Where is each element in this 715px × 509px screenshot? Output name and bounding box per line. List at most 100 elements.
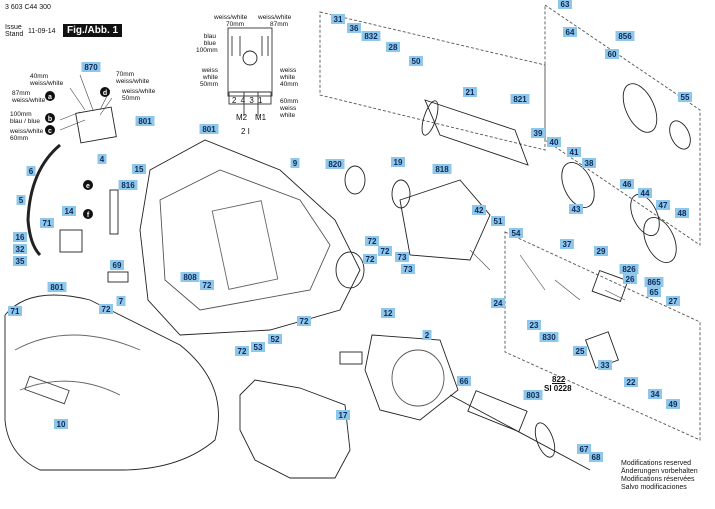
wire-length: 100mm <box>10 111 32 118</box>
svg-text:856: 856 <box>618 32 632 41</box>
part-label-54: 54 <box>509 228 523 238</box>
svg-text:4: 4 <box>100 155 105 164</box>
part-label-25: 25 <box>573 346 587 356</box>
svg-text:43: 43 <box>572 205 581 214</box>
svg-text:41: 41 <box>570 148 579 157</box>
switch-unit <box>75 106 117 144</box>
part-label-66: 66 <box>457 376 471 386</box>
svg-text:808: 808 <box>183 273 197 282</box>
svg-text:60: 60 <box>608 50 617 59</box>
part-label-38: 38 <box>582 158 596 168</box>
frame-gear <box>504 231 701 441</box>
svg-text:47: 47 <box>659 201 668 210</box>
frame-tool-holder <box>544 4 701 246</box>
footer-line: Modifications réservées <box>621 476 695 483</box>
part-label-9: 9 <box>290 158 300 168</box>
svg-text:12: 12 <box>384 309 393 318</box>
svg-text:28: 28 <box>389 43 398 52</box>
drawing-code: 3 603 C44 300 <box>5 4 51 11</box>
wire-length: 70mm <box>116 71 135 78</box>
svg-text:72: 72 <box>102 305 111 314</box>
svg-text:48: 48 <box>678 209 687 218</box>
part-label-52: 52 <box>268 334 282 344</box>
svg-text:803: 803 <box>526 391 540 400</box>
motor-label-m1: M1 <box>255 113 267 122</box>
part-label-31: 31 <box>331 14 345 24</box>
part-label-73: 73 <box>401 264 415 274</box>
part-label-7: 7 <box>116 296 126 306</box>
wiring-bottom: 2 I <box>241 127 250 136</box>
part-label-63: 63 <box>558 0 572 9</box>
part-label-830: 830 <box>539 332 559 342</box>
part-label-803: 803 <box>523 390 543 400</box>
part-label-5: 5 <box>16 195 26 205</box>
carbon-brush-spring <box>109 189 119 235</box>
svg-text:52: 52 <box>271 335 280 344</box>
wire-color: weiss/white <box>214 14 248 21</box>
part-label-46: 46 <box>620 179 634 189</box>
part-label-832: 832 <box>361 31 381 41</box>
svg-text:46: 46 <box>623 180 632 189</box>
wiring-top-left: weiss/white 70mm <box>214 14 247 28</box>
brush-holder <box>339 351 363 365</box>
part-label-39: 39 <box>531 128 545 138</box>
svg-text:22: 22 <box>627 378 636 387</box>
stand-label: Stand <box>5 31 24 38</box>
svg-text:72: 72 <box>238 347 247 356</box>
wire-length: 87mm <box>270 21 289 28</box>
wire-color: blau / blue <box>10 118 40 125</box>
svg-text:40: 40 <box>550 138 559 147</box>
marker-c: c <box>45 125 55 135</box>
part-label-821: 821 <box>510 94 530 104</box>
svg-text:72: 72 <box>203 281 212 290</box>
svg-text:32: 32 <box>16 245 25 254</box>
serial-number: SI 0228 <box>544 384 572 393</box>
wire-color: weiss/white <box>122 88 156 95</box>
modifications-notice: Modifications reserved Änderungen vorbeh… <box>621 460 698 492</box>
wire-color-en: white <box>280 112 296 119</box>
part-label-4: 4 <box>97 154 107 164</box>
serial-part: 822 <box>552 375 566 384</box>
svg-text:36: 36 <box>350 24 359 33</box>
part-label-16: 16 <box>13 232 27 242</box>
gear-housing <box>399 179 491 261</box>
svg-text:63: 63 <box>561 0 570 9</box>
part-label-71: 71 <box>40 218 54 228</box>
svg-text:870: 870 <box>84 63 98 72</box>
part-label-801: 801 <box>199 124 219 134</box>
part-label-10: 10 <box>54 419 68 429</box>
part-label-49: 49 <box>666 399 680 409</box>
svg-text:72: 72 <box>381 247 390 256</box>
cable-bracket <box>59 229 83 253</box>
part-label-865: 865 <box>644 277 664 287</box>
housing-bearing-seat <box>335 251 365 289</box>
svg-text:b: b <box>48 116 52 123</box>
svg-text:14: 14 <box>65 207 74 216</box>
part-label-72: 72 <box>200 280 214 290</box>
intermediate-flange <box>344 165 366 195</box>
part-label-17: 17 <box>336 410 350 420</box>
svg-text:16: 16 <box>16 233 25 242</box>
armature-shaft <box>449 394 591 471</box>
wire-color: weiss/white <box>10 128 44 135</box>
part-label-28: 28 <box>386 42 400 52</box>
tool-holder <box>622 83 658 133</box>
wire-color: weiss <box>280 105 297 112</box>
svg-text:26: 26 <box>626 275 635 284</box>
svg-text:31: 31 <box>334 15 343 24</box>
part-label-72: 72 <box>99 304 113 314</box>
footer-line: Salvo modificaciones <box>621 484 687 491</box>
wire-length: 50mm <box>122 95 141 102</box>
svg-text:830: 830 <box>542 333 556 342</box>
motor-label-m2: M2 <box>236 113 248 122</box>
part-label-15: 15 <box>132 164 146 174</box>
part-label-72: 72 <box>365 236 379 246</box>
part-label-48: 48 <box>675 208 689 218</box>
marker-e: e <box>83 180 93 190</box>
svg-text:44: 44 <box>641 189 650 198</box>
part-label-24: 24 <box>491 298 505 308</box>
part-label-72: 72 <box>363 254 377 264</box>
